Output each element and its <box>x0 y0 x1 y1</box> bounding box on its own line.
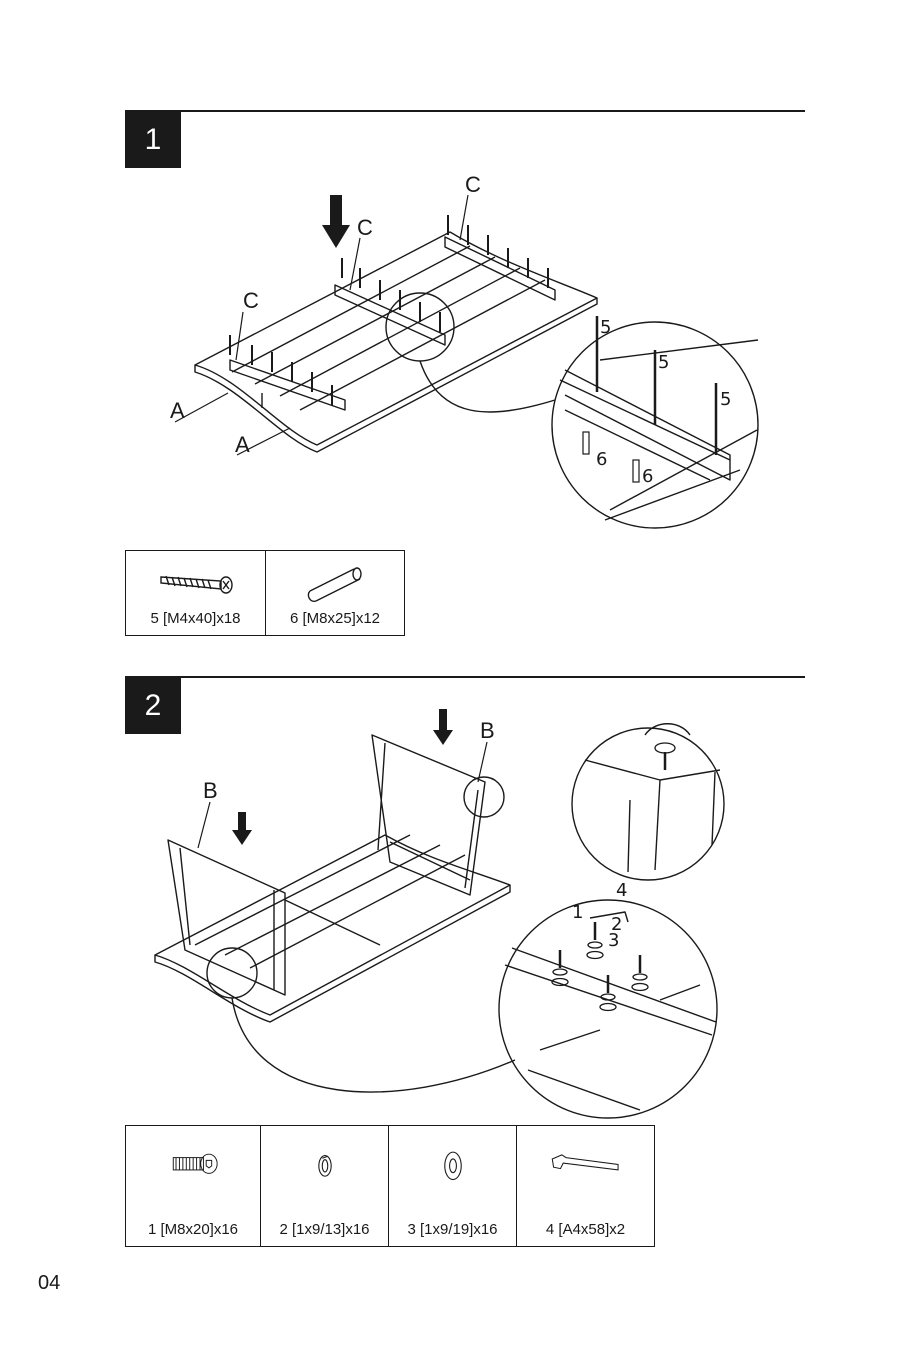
down-arrow-icon <box>232 812 252 845</box>
page-number: 04 <box>38 1272 60 1295</box>
detail-callout-3: 3 <box>608 930 619 951</box>
part-label: 1 [M8x20]x16 <box>126 1221 260 1238</box>
callout-b-right: B <box>480 718 495 743</box>
allen-key-icon <box>517 1148 654 1196</box>
part-cell: 1 [M8x20]x16 <box>126 1126 261 1246</box>
detail-callout-1: 1 <box>572 902 583 923</box>
leg-detail-circle <box>572 728 724 880</box>
down-arrow-icon <box>433 709 453 745</box>
part-label: 4 [A4x58]x2 <box>517 1221 654 1238</box>
detail-callout-4: 4 <box>616 880 627 901</box>
spring-washer-icon <box>261 1148 389 1196</box>
part-label: 2 [1x9/13]x16 <box>261 1221 388 1238</box>
part-cell: 2 [1x9/13]x16 <box>261 1126 389 1246</box>
step-2-diagram: B B 1 2 3 4 <box>0 0 914 1130</box>
hex-bolt-icon <box>126 1148 261 1196</box>
part-cell: 4 [A4x58]x2 <box>517 1126 654 1246</box>
part-cell: 3 [1x9/19]x16 <box>389 1126 517 1246</box>
part-label: 3 [1x9/19]x16 <box>389 1221 516 1238</box>
flat-washer-icon <box>389 1148 517 1196</box>
step-2-parts-table: 1 [M8x20]x16 2 [1x9/13]x16 3 [1x9/19]x16… <box>125 1125 655 1247</box>
callout-b-left: B <box>203 778 218 803</box>
